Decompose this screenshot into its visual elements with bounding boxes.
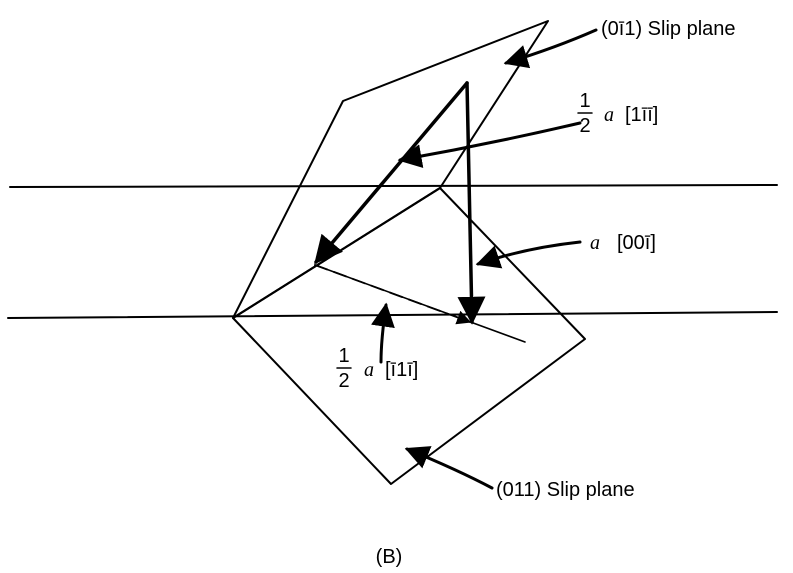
- figure-caption: (B): [376, 546, 403, 568]
- svg-text:a: a: [604, 104, 614, 126]
- leader-arrow-plane-top: [503, 28, 598, 69]
- vector-a-00-1: [457, 81, 486, 325]
- label-plane-top: (0ī1) Slip plane: [601, 18, 736, 40]
- leader-arrow-vec-top: [397, 121, 582, 169]
- svg-text:[00ī]: [00ī]: [617, 232, 656, 254]
- horizontal-line-upper: [9, 184, 778, 188]
- svg-text:1: 1: [338, 345, 349, 367]
- horizontal-line-lower: [7, 311, 778, 319]
- label-plane-bottom: (011) Slip plane: [496, 479, 635, 501]
- slip-plane-top: [232, 20, 549, 319]
- triangle-edge: [232, 187, 441, 319]
- svg-text:a: a: [590, 232, 600, 254]
- svg-text:2: 2: [579, 115, 590, 137]
- svg-text:[1īī]: [1īī]: [625, 104, 658, 126]
- svg-text:2: 2: [338, 370, 349, 392]
- leader-arrow-vec-left: [371, 302, 395, 364]
- vector-half-a-1-11: [314, 81, 469, 265]
- leader-arrow-plane-bottom: [404, 446, 494, 490]
- leader-arrow-vec-right: [475, 240, 582, 269]
- svg-text:a: a: [364, 359, 374, 381]
- svg-text:1: 1: [579, 90, 590, 112]
- slip-plane-bottom: [232, 187, 586, 485]
- label-vec-right: a [00ī]: [590, 232, 656, 254]
- vector-half-a-11-1-dashed: [314, 264, 472, 325]
- label-vec-left: 1 2 a [ī1ī]: [336, 345, 418, 392]
- label-vec-top: 1 2 a [1īī]: [577, 90, 658, 137]
- svg-text:[ī1ī]: [ī1ī]: [385, 359, 418, 381]
